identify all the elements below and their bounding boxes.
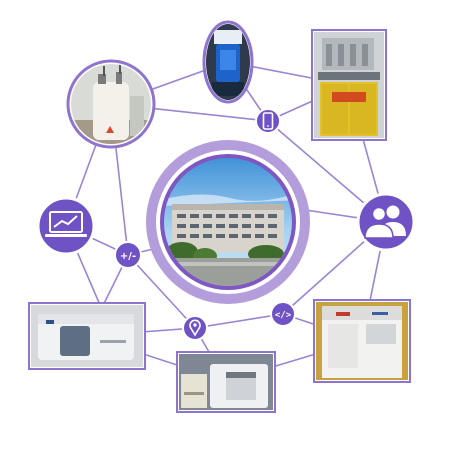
location-pin-icon bbox=[182, 315, 208, 341]
photo-glass-reactor-blue bbox=[202, 20, 254, 104]
connector bbox=[194, 313, 284, 329]
code-label: </> bbox=[275, 311, 292, 321]
photo-analyzer-cabinet bbox=[313, 299, 411, 383]
photo-ftir-spectrometer bbox=[28, 302, 146, 370]
photo-uv-vis-instrument bbox=[176, 351, 276, 413]
smartphone-icon bbox=[255, 108, 281, 134]
connector bbox=[127, 254, 196, 329]
plus-minus-label: +/- bbox=[120, 251, 136, 262]
center-hub bbox=[146, 140, 310, 304]
laptop-chart-icon bbox=[36, 196, 96, 256]
code-icon: </> bbox=[270, 301, 296, 327]
campus-building-photo bbox=[164, 158, 292, 286]
photo-nmr-spectrometer bbox=[66, 59, 156, 149]
users-icon bbox=[356, 192, 416, 252]
photo-lab-apparatus-yellow-cabinet bbox=[311, 29, 387, 141]
plus-minus-icon: +/- bbox=[114, 241, 142, 269]
